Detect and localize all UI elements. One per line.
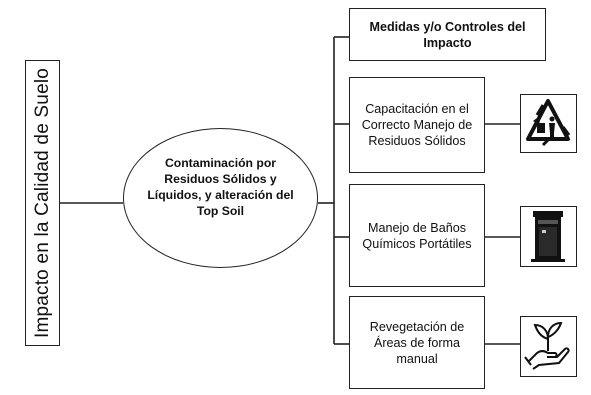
recycling-icon: [520, 94, 577, 153]
center-node-text: Contaminación por Residuos Sólidos y Líq…: [147, 156, 294, 218]
measure-box-portable-toilets: Manejo de Baños Químicos Portátiles: [349, 184, 485, 287]
measure-box-solid-waste: Capacitación en el Correcto Manejo de Re…: [349, 77, 485, 173]
measure-label: Capacitación en el Correcto Manejo de Re…: [361, 102, 473, 148]
measure-label: Revegetación de Áreas de forma manual: [369, 319, 465, 366]
measure-label: Manejo de Baños Químicos Portátiles: [362, 220, 472, 251]
measure-box-revegetation: Revegetación de Áreas de forma manual: [349, 296, 485, 389]
hand-plant-icon: [520, 316, 577, 377]
measures-header-text: Medidas y/o Controles del Impacto: [369, 19, 526, 50]
measures-header-box: Medidas y/o Controles del Impacto: [349, 8, 546, 61]
impact-title: Impacto en la Calidad de Suelo: [31, 67, 53, 339]
impact-title-box: Impacto en la Calidad de Suelo: [25, 60, 60, 346]
portable-toilet-icon: [520, 206, 577, 267]
center-node: Contaminación por Residuos Sólidos y Líq…: [123, 128, 318, 268]
